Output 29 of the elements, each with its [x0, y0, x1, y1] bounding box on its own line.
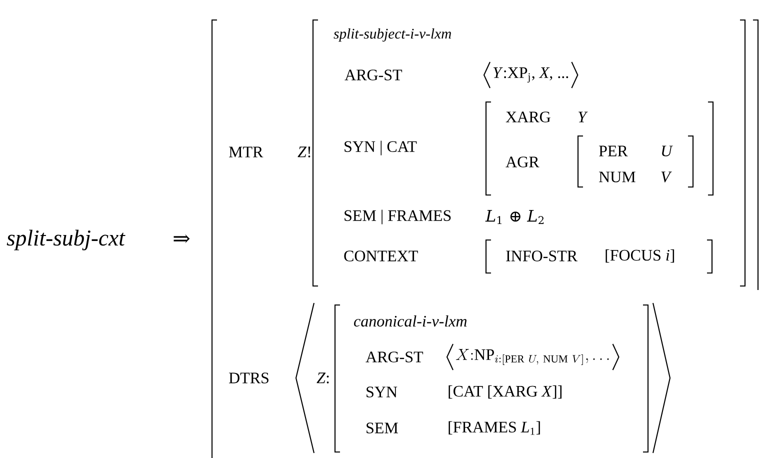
feature-value: Y:XP$_{j}$, X, ... [493, 67, 568, 83]
feature-name: SYN [366, 386, 398, 398]
type-label: canonical-i-v-lxm [354, 315, 467, 327]
feature-name: ARG-ST [366, 352, 424, 362]
feature-name: ARG-ST [344, 70, 402, 80]
feature-name: INFO-STR [506, 250, 578, 262]
feature-name: NUM [599, 172, 636, 182]
feature-value: [FOCUS i] [606, 249, 674, 263]
feature-name: CONTEXT [344, 250, 418, 262]
construction-name: split-subj-cxt [6, 230, 126, 250]
type-label: split-subject-i-v-lxm [334, 28, 452, 42]
feature-value: [CAT [XARG X]] [448, 385, 562, 399]
feature-value: [FRAMES L$_{1}$] [448, 421, 540, 435]
feature-name: DTRS [229, 372, 268, 384]
feature-value: $X{:}\mathrm{NP}_{i:[\mathrm{PER}\ U,\ \mathrm{NUM}\ V]},\ldots$ [456, 348, 609, 366]
feature-name: MTR [229, 146, 264, 158]
feature-name: SEM | FRAMES [344, 210, 451, 224]
tag-label: Z: [316, 372, 329, 384]
feature-name: PER [599, 146, 628, 156]
arrow-symbol: ⇒ [174, 234, 190, 244]
feature-name: XARG [506, 112, 550, 122]
feature-name: SYN | CAT [344, 140, 417, 156]
feature-value: V [661, 172, 672, 182]
feature-value: U [662, 146, 673, 156]
tag-label: Z! [298, 146, 310, 158]
feature-value: L$_{1}$ ⊕ L$_{2}$ [485, 210, 544, 224]
feature-value: Y [578, 112, 588, 122]
feature-name: SEM [366, 422, 398, 434]
feature-name: AGR [506, 156, 540, 168]
